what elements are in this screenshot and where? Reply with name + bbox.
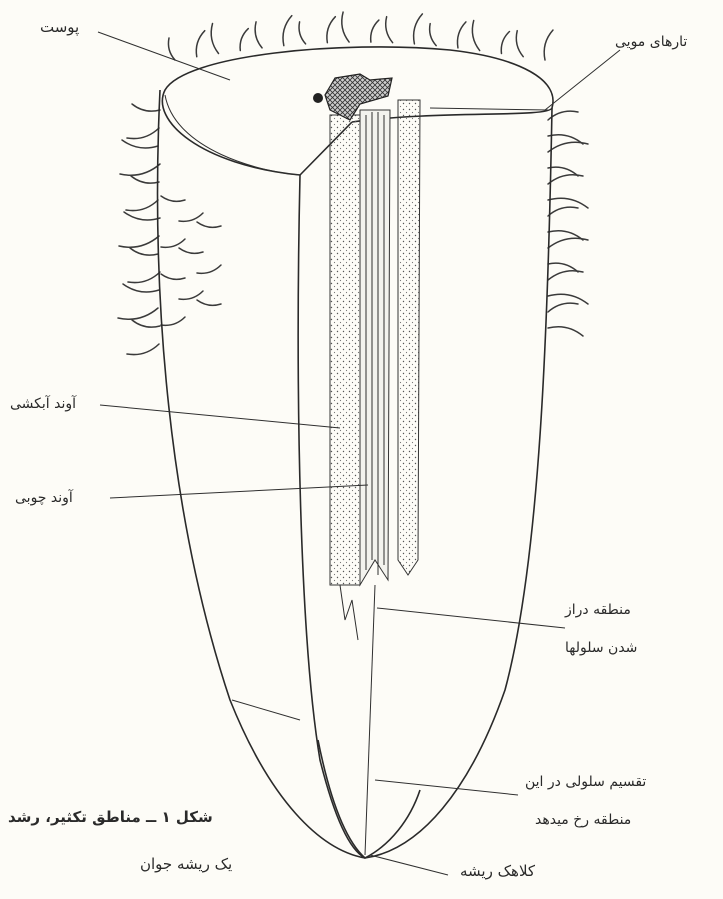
root-hair: [127, 344, 159, 355]
root-hair: [119, 236, 159, 247]
root-hair: [283, 16, 292, 46]
label-phloem: آوند چوبی: [15, 490, 73, 506]
root-hair: [132, 104, 160, 111]
root-hair: [123, 284, 159, 292]
root-hair: [548, 327, 583, 336]
root-hair: [457, 22, 465, 48]
label-epidermis: پوست: [40, 18, 79, 36]
root-hair: [126, 200, 158, 211]
leader-phloem: [110, 485, 368, 498]
root-axis-line: [365, 585, 375, 855]
label-division-2: منطقه رخ میدهد: [535, 812, 631, 828]
root-hair: [124, 212, 160, 220]
root-hair: [516, 31, 523, 57]
stele-dot: [313, 93, 323, 103]
root-hair: [240, 29, 248, 51]
root-hair: [161, 196, 185, 201]
vascular-tip: [340, 585, 358, 640]
root-hair: [132, 320, 160, 327]
root-hair: [128, 272, 160, 283]
label-division-1: تقسیم سلولی در این: [525, 774, 646, 790]
root-hair: [127, 128, 159, 139]
root-hair: [342, 12, 349, 42]
xylem-band: [330, 115, 360, 585]
root-hair: [131, 176, 159, 183]
leader-division: [375, 780, 518, 795]
root-hair: [122, 140, 158, 148]
root-hair: [548, 303, 578, 312]
root-hair: [179, 248, 203, 253]
root-hair: [118, 308, 158, 319]
root-hair: [197, 300, 221, 305]
root-hair: [548, 207, 578, 216]
root-hair: [197, 265, 221, 273]
pericycle-band: [398, 100, 420, 575]
phloem-band: [360, 110, 390, 585]
root-hair: [255, 22, 262, 48]
root-hair: [197, 222, 221, 227]
label-root-cap: کلاهک ریشه: [460, 862, 535, 880]
figure-caption-line1: شکل ۱ ــ مناطق تکثیر، رشد: [8, 808, 213, 826]
root-hair: [211, 23, 218, 53]
root-hair: [472, 21, 479, 51]
root-hair: [430, 24, 437, 46]
leader-root-hairs-2: [430, 108, 548, 110]
leader-root-cap: [370, 855, 448, 875]
division-zone-marker: [232, 700, 300, 720]
label-xylem: آوند آبکشی: [10, 396, 76, 412]
label-root-hairs: تارهای مویی: [615, 34, 687, 50]
root-hair: [501, 31, 509, 53]
root-hair: [161, 274, 185, 279]
root-hair: [161, 239, 185, 247]
label-elongation-1: منطقه دراز: [565, 602, 631, 618]
root-hair: [179, 213, 203, 221]
leader-root-hairs: [545, 50, 620, 110]
leader-elongation: [377, 608, 565, 628]
root-hair: [299, 22, 306, 44]
root-hair: [386, 17, 393, 43]
root-hair: [371, 20, 379, 42]
root-hair: [327, 17, 335, 43]
root-hair: [414, 14, 423, 44]
root-hair: [544, 30, 553, 60]
root-hair: [161, 317, 185, 325]
root-hair: [120, 164, 160, 175]
root-hair: [130, 248, 158, 255]
root-hair: [168, 38, 175, 60]
label-elongation-2: شدن سلولها: [565, 640, 637, 656]
leader-xylem: [100, 405, 340, 428]
leader-epidermis: [98, 32, 230, 80]
top-cross-section-front: [165, 95, 300, 175]
figure-caption-line2: یک ریشه جوان: [140, 855, 232, 873]
root-hair: [196, 31, 204, 57]
root-hair: [179, 291, 203, 299]
